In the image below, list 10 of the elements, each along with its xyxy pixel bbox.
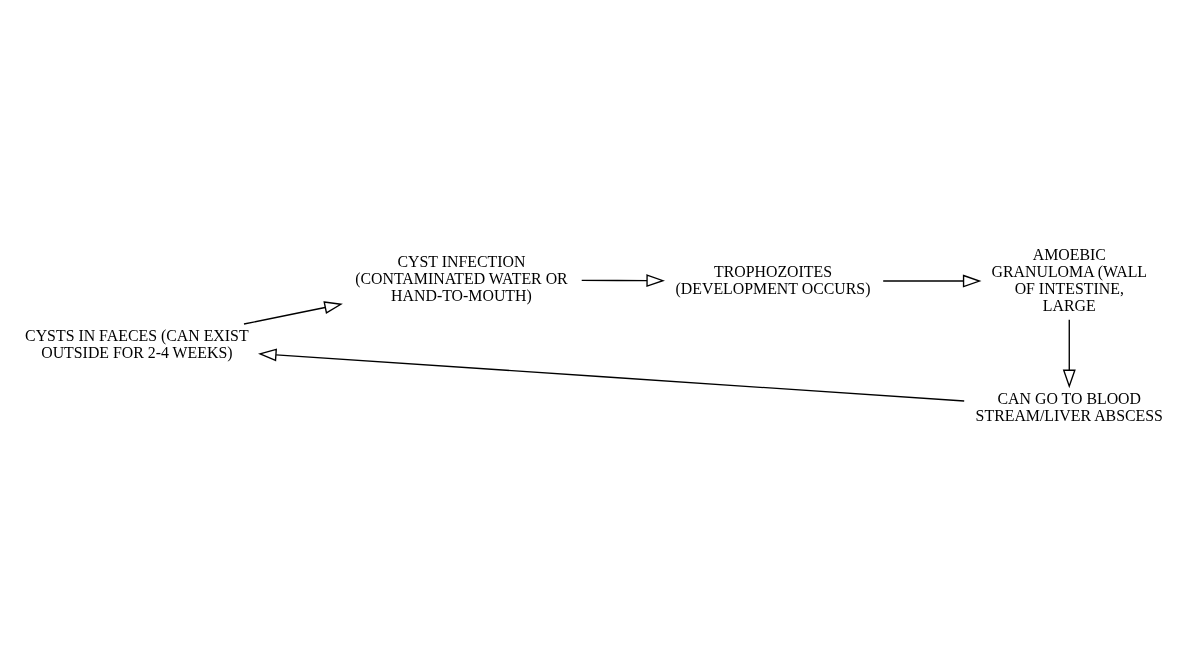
arrow xyxy=(258,348,965,402)
arrow xyxy=(1062,318,1076,389)
node-text: AMOEBIC GRANULOMA (WALL OF INTESTINE, LARGE xyxy=(991,245,1148,314)
node-text: CAN GO TO BLOOD STREAM/LIVER ABSCESS xyxy=(975,389,1163,424)
node-text: CYSTS IN FAECES (CAN EXIST OUTSIDE FOR 2-4 WEEKS) xyxy=(25,327,249,362)
arrow xyxy=(581,274,665,288)
arrow xyxy=(882,274,982,288)
node-text: CYST INFECTION (CONTAMINATED WATER OR HAND-TO-MOUTH) xyxy=(355,253,568,305)
arrow xyxy=(243,301,343,325)
node-text: TROPHOZOITES (DEVELOPMENT OCCURS) xyxy=(675,262,871,297)
